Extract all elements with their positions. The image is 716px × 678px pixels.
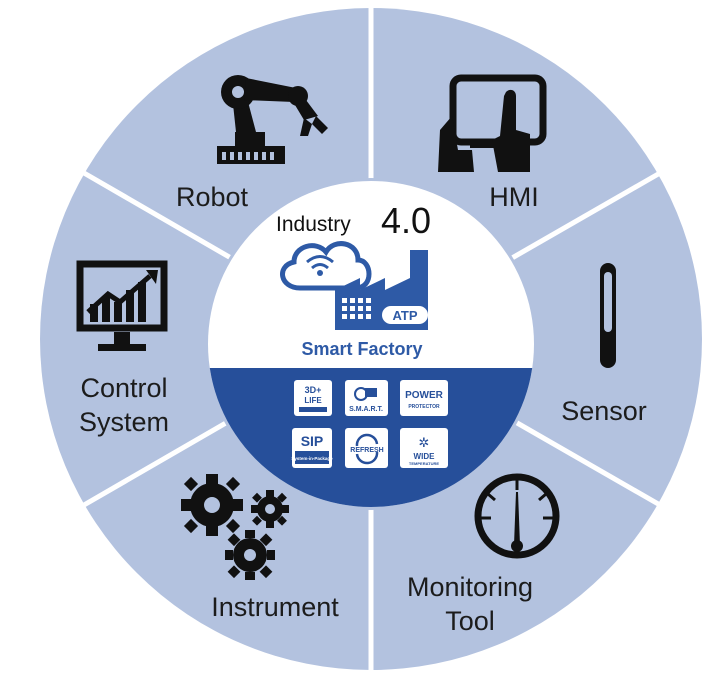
badge-sip: SIP System-in-Package: [291, 428, 333, 468]
badge-power-protector: POWER PROTECTOR: [400, 380, 448, 416]
factory-icon: ATP: [335, 250, 428, 330]
svg-text:3D+: 3D+: [305, 385, 322, 395]
segment-label-control-system-line2: System: [79, 407, 169, 437]
gauge-icon: [474, 473, 560, 559]
center-title: Industry: [276, 213, 351, 236]
gears-icon: [181, 474, 289, 580]
badge-grid: 3D+ LIFE S.M.A.R.T. POWER PROTECTOR SIP …: [291, 380, 448, 468]
segment-label-control-system-line1: Control: [80, 373, 167, 403]
badge-wide-temperature: ✲ WIDE TEMPERATURE: [400, 428, 448, 468]
badge-smart: S.M.A.R.T.: [345, 380, 388, 416]
segment-label-monitoring-tool-line1: Monitoring: [407, 572, 533, 602]
svg-text:✲: ✲: [419, 435, 430, 450]
touchscreen-hand-icon: [438, 74, 547, 172]
robot-arm-icon: [217, 75, 328, 164]
svg-text:S.M.A.R.T.: S.M.A.R.T.: [349, 406, 383, 413]
badge-refresh: REFRESH: [345, 428, 388, 468]
svg-text:PROTECTOR: PROTECTOR: [408, 404, 440, 410]
thermometer-icon: [600, 263, 616, 368]
svg-text:REFRESH: REFRESH: [350, 447, 383, 454]
svg-text:WIDE: WIDE: [414, 452, 436, 461]
badge-3d-life: 3D+ LIFE: [294, 380, 332, 416]
cloud-wifi-icon: [280, 241, 372, 291]
segment-label-instrument: Instrument: [211, 592, 339, 622]
segment-label-sensor: Sensor: [561, 396, 647, 426]
svg-text:LIFE: LIFE: [304, 396, 322, 405]
segment-label-hmi: HMI: [489, 182, 539, 212]
svg-text:System-in-Package: System-in-Package: [291, 456, 333, 461]
segment-label-monitoring-tool-line2: Tool: [445, 606, 495, 636]
monitor-chart-icon: [76, 260, 168, 351]
svg-text:POWER: POWER: [405, 390, 444, 401]
factory-logo-text: ATP: [392, 308, 417, 323]
segment-label-robot: Robot: [176, 182, 249, 212]
svg-text:TEMPERATURE: TEMPERATURE: [409, 461, 439, 466]
smart-factory-label: Smart Factory: [301, 339, 422, 359]
svg-text:SIP: SIP: [301, 433, 324, 449]
center-version: 4.0: [381, 200, 431, 241]
